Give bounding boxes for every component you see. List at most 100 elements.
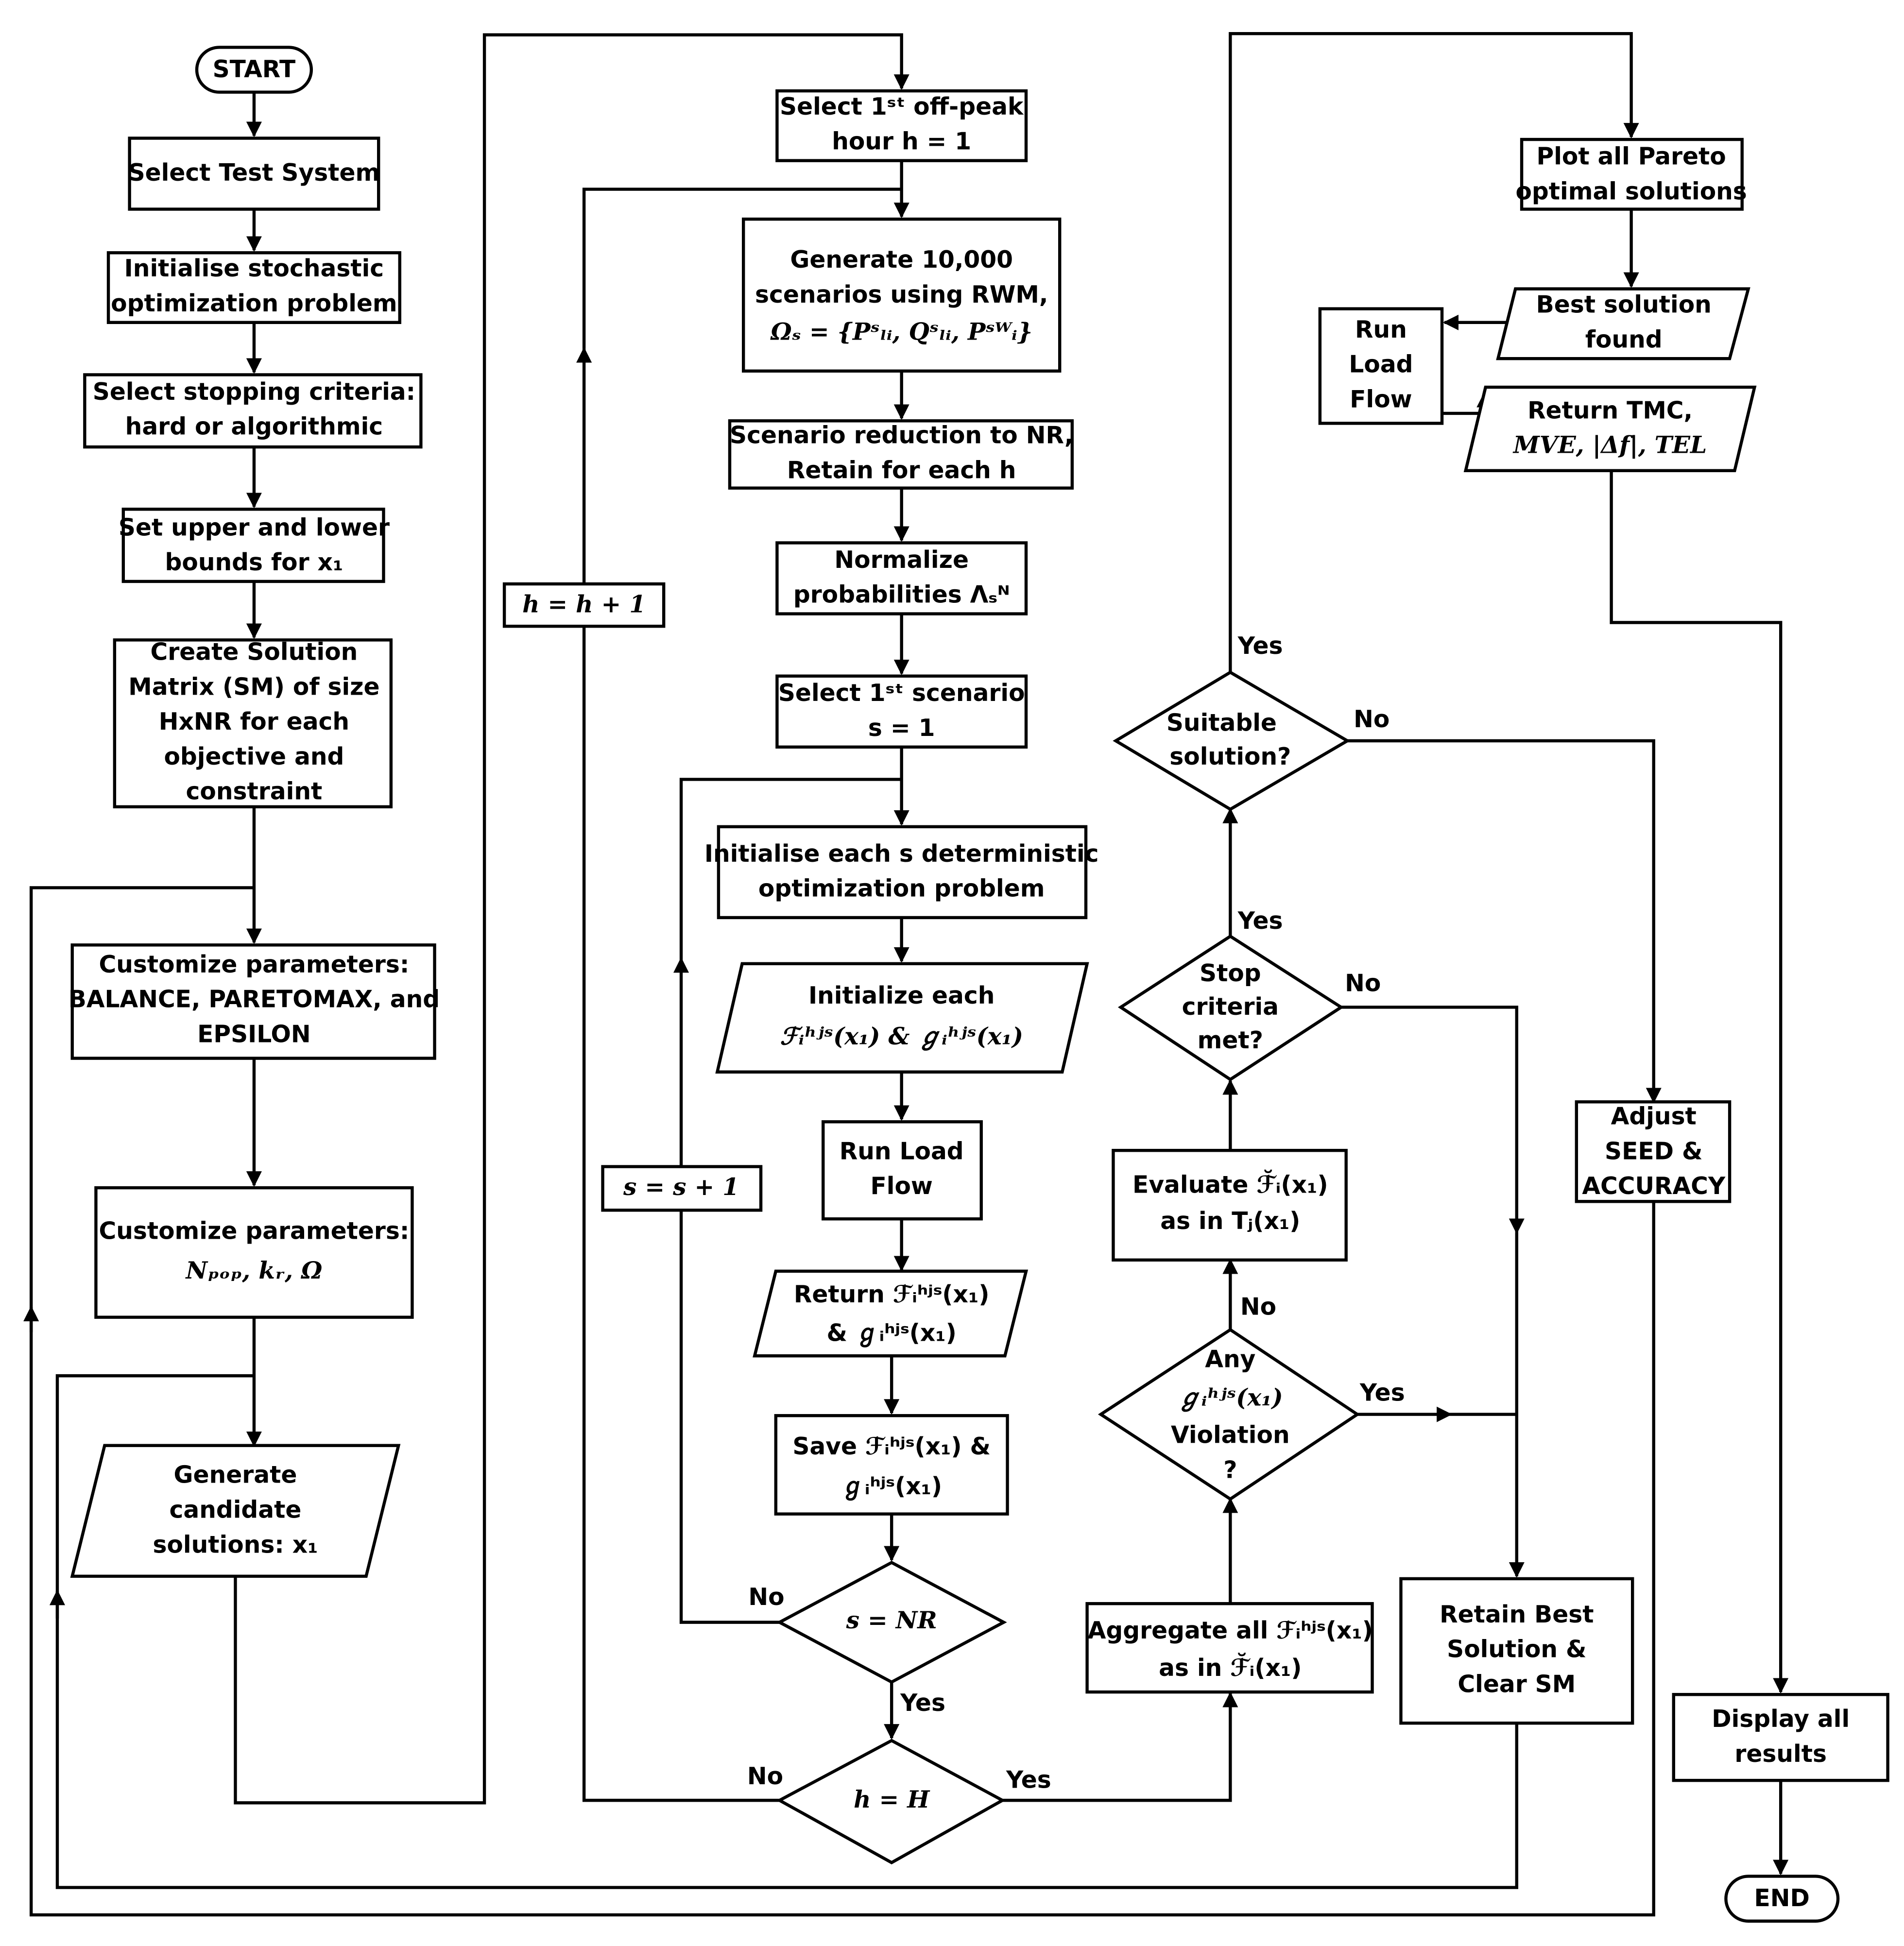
plot-box-shape — [1520, 137, 1744, 211]
test-system-label: Select Test System — [128, 159, 380, 187]
scenarios-label-2: scenarios using RWM, — [755, 281, 1048, 308]
sm-label-1: Create Solution — [151, 639, 358, 666]
edge-label-yes-stop: Yes — [1237, 907, 1283, 935]
start-label: START — [213, 56, 296, 83]
reduction-box-shape — [728, 419, 1074, 490]
sm-label-2: Matrix (SM) of size — [128, 673, 379, 700]
candidates-label-2: candidate — [170, 1497, 302, 1524]
connectors — [23, 32, 1789, 1917]
init-det-box-shape — [717, 825, 1088, 920]
edge-label-no-suitable: No — [1354, 706, 1389, 733]
save-f-label-1: Save ℱᵢʰʲˢ(x₁) & — [792, 1433, 991, 1460]
normalize-box-shape — [775, 541, 1028, 615]
edge-s-eq-nr-no — [679, 1210, 780, 1624]
evaluate-box-shape — [1112, 1149, 1348, 1262]
reduction-label-1: Scenario reduction to NR, — [730, 422, 1073, 449]
reduction-label-2: Retain for each h — [787, 457, 1016, 484]
select-hour-label-2: hour h = 1 — [832, 128, 971, 155]
edge-label-yes-violation: Yes — [1359, 1380, 1405, 1407]
test-system-box-shape — [128, 137, 380, 211]
customize1-label-1: Customize parameters: — [99, 951, 409, 978]
retain-label-1: Retain Best — [1440, 1601, 1594, 1628]
edge-h-eq-H-no — [582, 626, 780, 1802]
s-increment-box-shape — [601, 1165, 763, 1212]
scenarios-label-3: Ωₛ = {Pˢₗᵢ, Qˢₗᵢ, Pˢᵂᵢ} — [770, 318, 1032, 345]
adjust-box-shape — [1575, 1100, 1732, 1203]
return-tmc-label-2: MVE, |Δf|, TEL — [1512, 431, 1707, 459]
customize2-label-1: Customize parameters: — [99, 1217, 409, 1245]
edge-runlf-to-return — [1442, 392, 1492, 415]
customize2-label-2: Nₚₒₚ, kᵣ, Ω — [185, 1257, 323, 1284]
display-label-1: Display all — [1712, 1706, 1850, 1733]
violation-label-3: Violation — [1171, 1422, 1290, 1449]
runlf2-label-3: Flow — [1350, 386, 1412, 413]
edge-adjust-to-customize1 — [29, 886, 1655, 1917]
aggregate-box-shape — [1085, 1602, 1374, 1694]
candidates-label-1: Generate — [174, 1462, 297, 1489]
violation-label-2: ℊᵢʰʲˢ(x₁) — [1178, 1383, 1283, 1412]
init-det-label-1: Initialise each s deterministic — [704, 840, 1099, 868]
loadflow1-label-2: Flow — [871, 1173, 933, 1200]
edge-suitable-no — [1347, 739, 1662, 1104]
return-f-io-shape — [753, 1269, 1029, 1358]
customize1-label-3: EPSILON — [197, 1021, 311, 1048]
bounds-label-2: bounds for x₁ — [165, 549, 343, 576]
normalize-label-1: Normalize — [834, 546, 969, 574]
best-solution-label-2: found — [1585, 326, 1663, 353]
bounds-label-1: Set upper and lower — [119, 514, 390, 541]
h-eq-H-decision-shape — [776, 1739, 1006, 1864]
select-scenario-box-shape — [775, 674, 1028, 749]
loadflow1-label-1: Run Load — [840, 1138, 964, 1165]
violation-decision-shape — [1098, 1328, 1360, 1501]
sm-box-shape — [113, 638, 393, 809]
end-terminal-shape — [1724, 1875, 1840, 1923]
select-scenario-label-2: s = 1 — [868, 715, 935, 742]
retain-label-3: Clear SM — [1458, 1671, 1576, 1698]
return-f-label-2: & ℊᵢʰʲˢ(x₁) — [826, 1320, 956, 1348]
suitable-decision-shape — [1113, 670, 1351, 811]
edge-label-no-stop: No — [1345, 970, 1381, 997]
shapes — [70, 46, 1889, 1923]
normalize-label-2: probabilities Λₛᴺ — [793, 581, 1010, 609]
suitable-label-1: Suitable — [1166, 710, 1277, 737]
start-terminal-shape — [195, 46, 313, 94]
init-stochastic-box-shape — [106, 251, 402, 324]
edge-return-to-display — [1610, 470, 1789, 1694]
h-increment-label: h = h + 1 — [522, 591, 646, 618]
edge-label-no-s: No — [748, 1584, 784, 1611]
customize2-box-shape — [94, 1186, 414, 1319]
runlf2-label-1: Run — [1355, 316, 1407, 343]
customize1-label-2: BALANCE, PARETOMAX, and — [69, 986, 440, 1013]
edge-h-loop-return — [582, 188, 902, 349]
best-solution-io-shape — [1496, 287, 1750, 360]
adjust-label-1: Adjust — [1611, 1103, 1697, 1130]
return-tmc-io-shape — [1463, 385, 1757, 473]
edge-s-loop-return — [679, 778, 902, 959]
end-label: END — [1754, 1885, 1810, 1912]
stop-decision-shape — [1117, 934, 1344, 1081]
evaluate-label-1: Evaluate ℱ̆ᵢ(x₁) — [1132, 1170, 1328, 1199]
violation-label-1: Any — [1205, 1346, 1255, 1373]
edge-label-yes-s: Yes — [900, 1690, 945, 1717]
sm-label-4: objective and — [164, 743, 344, 770]
stop-label-1: Stop — [1200, 960, 1261, 987]
aggregate-label-1: Aggregate all ℱᵢʰʲˢ(x₁) — [1088, 1617, 1373, 1644]
init-det-label-2: optimization problem — [758, 875, 1045, 903]
evaluate-label-2: as in Tⱼ(x₁) — [1160, 1208, 1300, 1235]
bounds-box-shape — [121, 508, 385, 583]
stopping-label-1: Select stopping criteria: — [93, 378, 415, 406]
plot-label-1: Plot all Pareto — [1537, 143, 1726, 171]
candidates-label-3: solutions: x₁ — [153, 1531, 318, 1558]
edge-label-no-h: No — [747, 1763, 783, 1790]
retain-label-2: Solution & — [1447, 1636, 1586, 1663]
select-hour-label-1: Select 1ˢᵗ off-peak — [780, 93, 1024, 120]
edge-candidates-to-select-hour — [234, 33, 909, 1805]
initialize-each-io-shape — [715, 962, 1089, 1074]
h-eq-H-label: h = H — [854, 1786, 930, 1813]
candidates-io-shape — [70, 1444, 401, 1578]
edge-retain-to-candidates — [55, 1374, 1519, 1889]
initialize-each-label-1: Initialize each — [808, 982, 995, 1009]
best-solution-label-1: Best solution — [1536, 291, 1712, 319]
stop-label-3: met? — [1198, 1027, 1263, 1054]
